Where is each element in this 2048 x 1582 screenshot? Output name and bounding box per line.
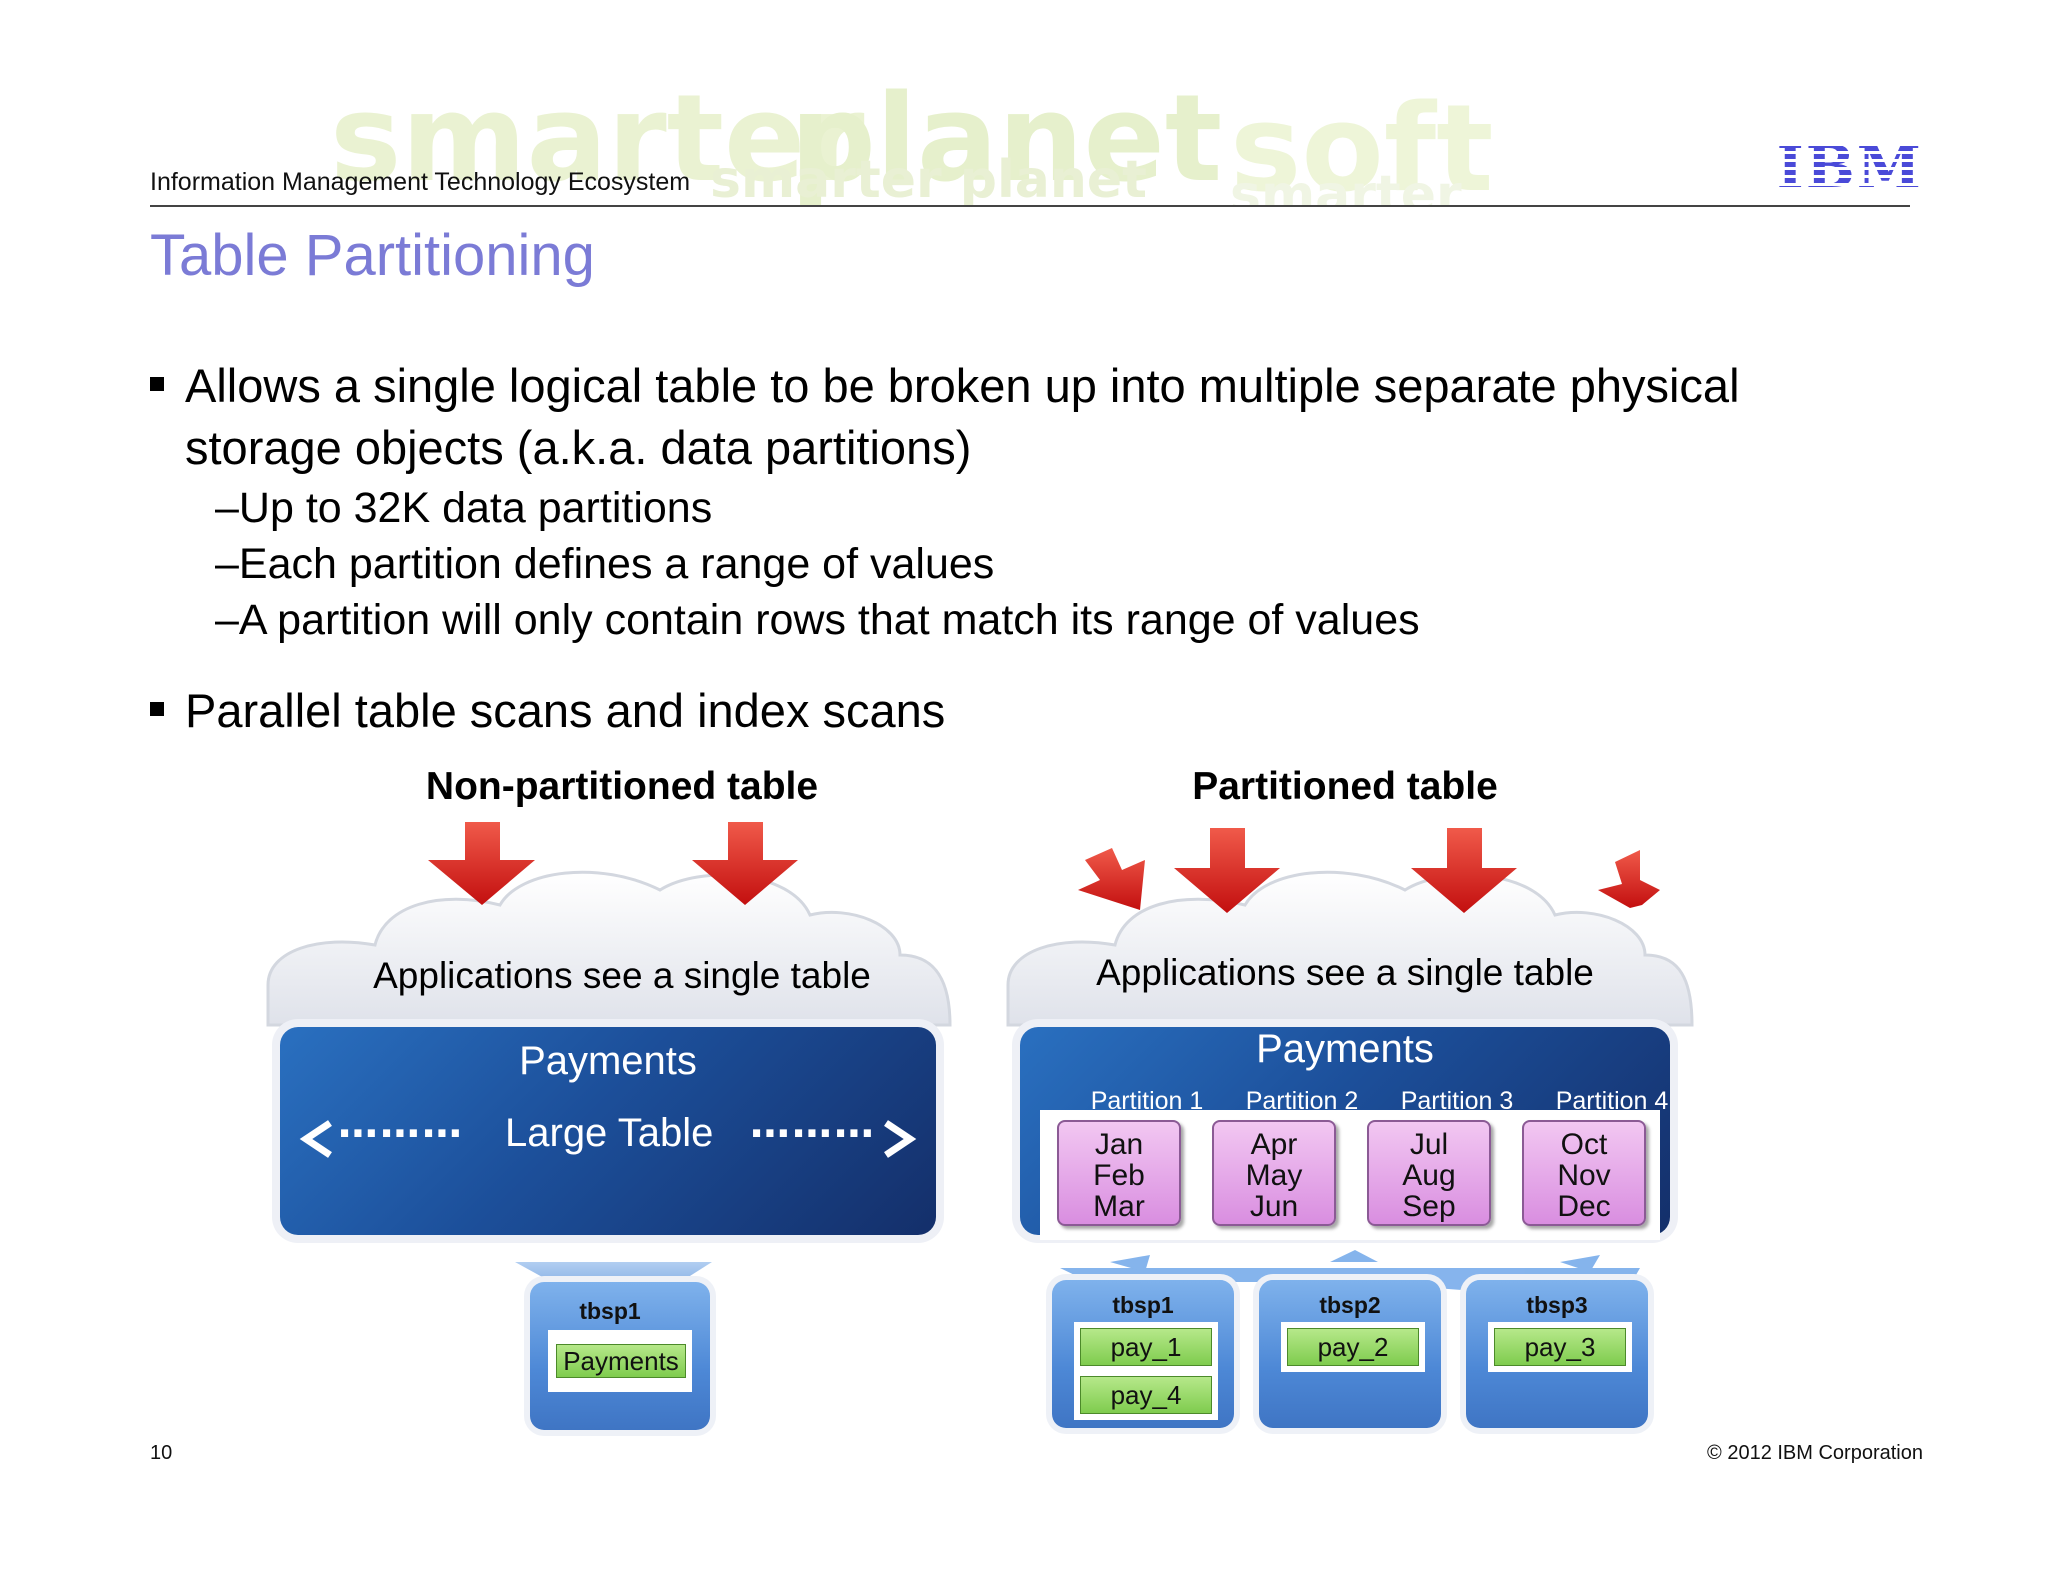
partition-box: Jan Feb Mar [1057, 1120, 1181, 1226]
banner-word: smarter planet [710, 150, 1148, 205]
cloud-shape-right [1006, 870, 1694, 1027]
copyright: © 2012 IBM Corporation [1707, 1442, 1923, 1464]
header-divider [150, 205, 1910, 207]
sub-bullet: –Each partition defines a range of value… [215, 540, 995, 588]
arrow-icon [1598, 850, 1660, 908]
bullet-text: Parallel table scans and index scans [185, 684, 946, 737]
month: May [1245, 1159, 1303, 1192]
banner-word: soft [1230, 80, 1494, 205]
table-object: Payments [556, 1344, 686, 1378]
month: Jun [1249, 1190, 1299, 1223]
header-section-title: Information Management Technology Ecosys… [150, 168, 691, 196]
arrow-left-icon [299, 1120, 332, 1158]
tablespace-name: tbsp2 [1319, 1292, 1381, 1318]
sub-bullet: –A partition will only contain rows that… [215, 596, 1420, 644]
tablespace-objects: Payments [548, 1330, 692, 1392]
month: Aug [1402, 1159, 1456, 1192]
table-object: pay_3 [1494, 1328, 1626, 1366]
sub-bullet: –Up to 32K data partitions [215, 484, 713, 532]
page-number: 10 [150, 1442, 173, 1464]
bullet-marker [150, 702, 164, 716]
large-table-label: Large Table [505, 1111, 714, 1155]
tablespace-name: tbsp1 [1112, 1292, 1174, 1318]
banner-word: smarter [1230, 165, 1462, 205]
header-banner: smarter planet soft smarter planet smart… [150, 80, 1800, 205]
non-partitioned-heading: Non-partitioned table [425, 765, 819, 808]
cloud-shape-left [266, 870, 952, 1027]
partition-box: Jul Aug Sep [1367, 1120, 1491, 1226]
dotted-line: ⋯⋯⋯ [338, 1112, 464, 1156]
arrow-icon [1174, 828, 1280, 913]
tablespace-objects: pay_1 pay_4 [1074, 1322, 1218, 1420]
tablespace-tbsp1: tbsp1 pay_1 pay_4 [1052, 1280, 1234, 1428]
banner-word: smarter [330, 80, 865, 205]
arrow-right-icon [884, 1120, 917, 1158]
partition-box: Apr May Jun [1212, 1120, 1336, 1226]
month: Dec [1557, 1190, 1611, 1223]
month: Oct [1560, 1128, 1608, 1161]
tablespace-name: tbsp3 [1526, 1292, 1588, 1318]
bullet-item: Parallel table scans and index scans [150, 680, 1750, 742]
large-table-box: Payments ⋯⋯⋯ Large Table ⋯⋯⋯ [280, 1027, 936, 1235]
month: Jan [1094, 1128, 1144, 1161]
month: Nov [1557, 1159, 1611, 1192]
month: Feb [1093, 1159, 1145, 1192]
month: Sep [1402, 1190, 1456, 1223]
tablespace-tbsp1: tbsp1 Payments [530, 1282, 710, 1430]
month: Jul [1409, 1128, 1449, 1161]
month: Apr [1250, 1128, 1298, 1161]
table-object: pay_4 [1080, 1376, 1212, 1414]
page-title: Table Partitioning [150, 223, 595, 288]
month: Mar [1093, 1190, 1145, 1223]
bullet-item: Allows a single logical table to be brok… [150, 355, 1750, 479]
cloud-label: Applications see a single table [373, 955, 871, 996]
table-object: pay_1 [1080, 1328, 1212, 1366]
arrow-icon [692, 822, 798, 905]
ibm-logo: IBM [1776, 133, 1923, 201]
partition-box: Oct Nov Dec [1522, 1120, 1646, 1226]
tablespace-objects: pay_2 [1281, 1322, 1425, 1372]
table-title: Payments [519, 1039, 697, 1083]
cloud-label: Applications see a single table [1096, 952, 1594, 993]
tablespace-name: tbsp1 [579, 1298, 641, 1324]
table-title: Payments [1256, 1027, 1434, 1071]
bullet-text: Allows a single logical table to be brok… [185, 359, 1740, 474]
bullet-marker [150, 377, 164, 391]
arrow-icon [428, 822, 535, 905]
dotted-line: ⋯⋯⋯ [750, 1112, 876, 1156]
arrow-icon [1411, 828, 1517, 913]
tablespace-objects: pay_3 [1488, 1322, 1632, 1372]
arrow-icon [1078, 848, 1145, 910]
tablespace-tbsp2: tbsp2 pay_2 [1259, 1280, 1441, 1428]
partitioned-heading: Partitioned table [1192, 765, 1498, 808]
tablespace-tbsp3: tbsp3 pay_3 [1466, 1280, 1648, 1428]
table-object: pay_2 [1287, 1328, 1419, 1366]
banner-word: planet [790, 80, 1223, 205]
